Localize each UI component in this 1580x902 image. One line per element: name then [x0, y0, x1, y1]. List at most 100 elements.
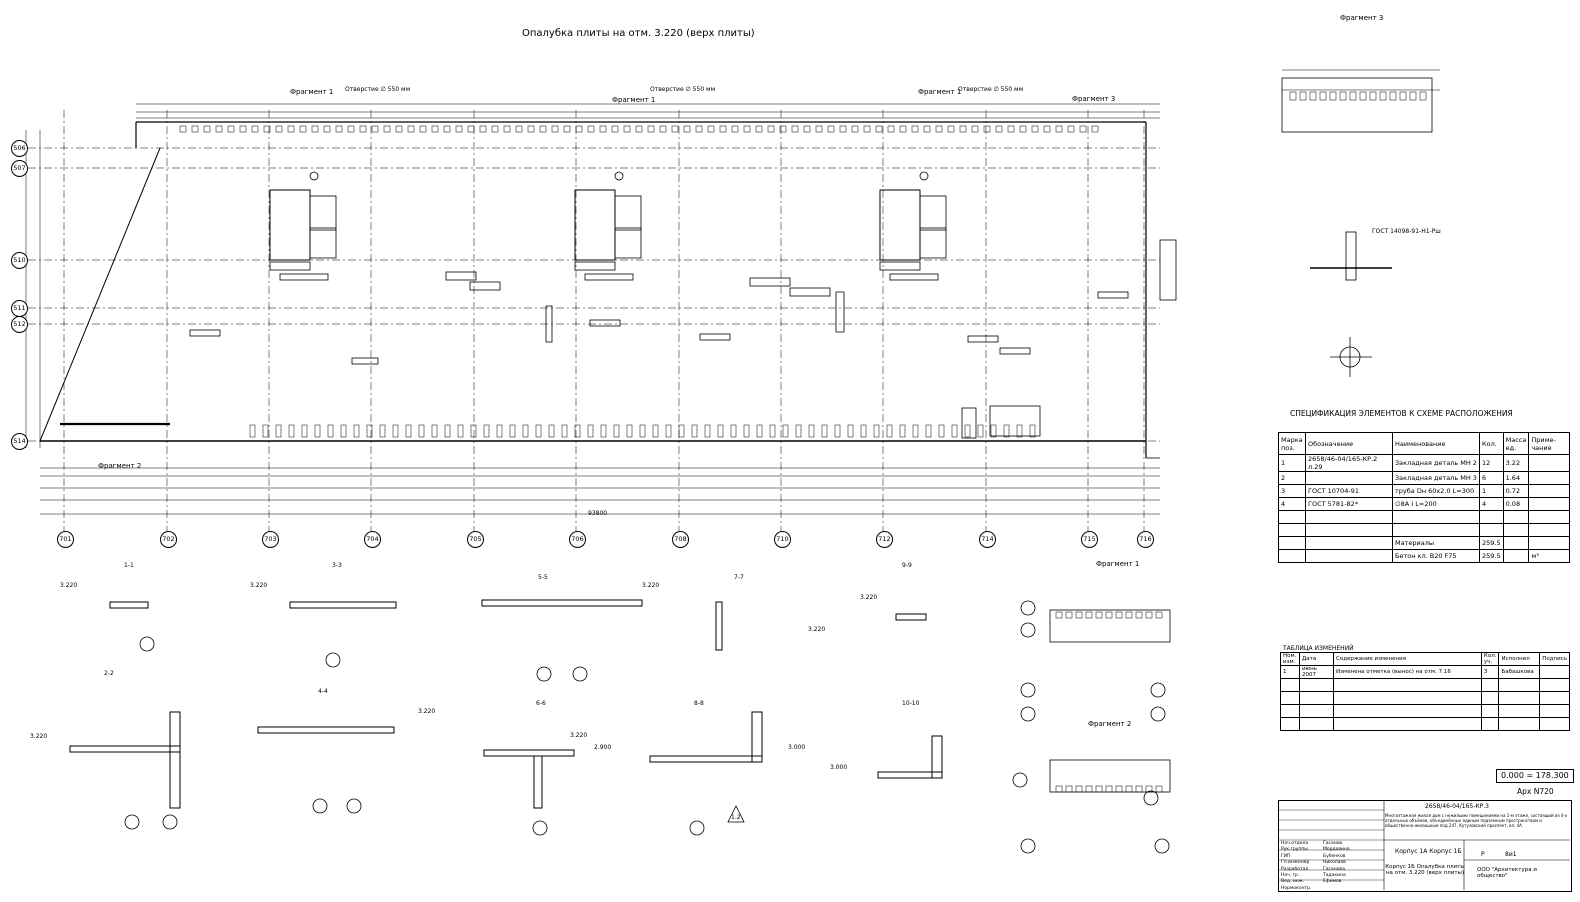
embedded-part: [1095, 611, 1103, 619]
spec-cell: [1528, 471, 1570, 485]
slab-detail: [1159, 239, 1177, 301]
slab-detail: [545, 305, 553, 343]
embedded-part: [647, 125, 655, 133]
embedded-part: [1075, 611, 1083, 619]
embedded-part: [575, 125, 583, 133]
zero-mark: 0.000 = 178.300: [1496, 769, 1574, 783]
embedded-part: [791, 125, 799, 133]
role: Рук.группы: [1281, 847, 1308, 853]
spec-cell: [1305, 471, 1393, 485]
spec-cell: Закладная деталь МН 3: [1392, 471, 1480, 485]
embedded-part: [821, 424, 828, 438]
embedded-part: [574, 424, 581, 438]
embedded-part: [587, 424, 594, 438]
slab-detail: [699, 333, 731, 341]
spec-cell: [1502, 549, 1530, 563]
embedded-part: [1155, 611, 1163, 619]
changes-cell: июнь 2007: [1298, 665, 1335, 679]
opening: [889, 273, 939, 281]
embedded-part: [925, 424, 932, 438]
slab-edge: [39, 147, 161, 442]
section-axis-bubble: [312, 798, 328, 814]
embedded-part: [301, 424, 308, 438]
changes-header: Дата: [1298, 652, 1335, 666]
embedded-part: [431, 125, 439, 133]
embedded-part: [839, 125, 847, 133]
opening: [584, 273, 634, 281]
embedded-part: [587, 125, 595, 133]
embedded-part: [1135, 785, 1143, 793]
embedded-part: [522, 424, 529, 438]
embedded-part: [1055, 785, 1063, 793]
section-8-8-wall: [751, 711, 763, 763]
embedded-part: [639, 424, 646, 438]
embedded-part: [470, 424, 477, 438]
embedded-part: [1289, 91, 1297, 101]
embedded-part: [767, 125, 775, 133]
axis-bubble: 514: [11, 433, 28, 450]
embedded-part: [191, 125, 199, 133]
node-a-plate: [1345, 231, 1357, 281]
axis-bubble: 706: [569, 531, 586, 548]
title-block-code: 2658/46-04/165-КР.3: [1425, 803, 1489, 810]
embedded-part: [314, 424, 321, 438]
embedded-part: [263, 125, 271, 133]
spec-cell: 2: [1278, 471, 1306, 485]
spec-cell: Бетон кл. В20 F75: [1392, 549, 1480, 563]
embedded-part: [886, 424, 893, 438]
spec-cell: м³: [1528, 549, 1570, 563]
embedded-part: [847, 424, 854, 438]
fragment-1-label-2: Фрагмент 1: [612, 96, 656, 104]
spec-cell: [1278, 536, 1306, 550]
title-block-sheet: 8и1: [1505, 851, 1517, 858]
embedded-part: [731, 125, 739, 133]
spec-cell: 1.64: [1502, 471, 1530, 485]
archive-number: Арх N720: [1517, 787, 1554, 796]
embedded-part: [611, 125, 619, 133]
embedded-part: [561, 424, 568, 438]
embedded-part: [1155, 785, 1163, 793]
elevation-mark: 3.220: [860, 594, 878, 601]
embedded-part: [479, 125, 487, 133]
embedded-part: [515, 125, 523, 133]
embedded-part: [1409, 91, 1417, 101]
axis-bubble: 704: [364, 531, 381, 548]
name: Николаев: [1323, 860, 1346, 866]
spec-cell: Закладная деталь МН 2: [1392, 454, 1480, 472]
embedded-part: [938, 424, 945, 438]
embedded-part: [335, 125, 343, 133]
opening: [879, 189, 921, 261]
embedded-part: [366, 424, 373, 438]
section-axis-bubble: [689, 820, 705, 836]
spec-title: СПЕЦИФИКАЦИЯ ЭЛЕМЕНТОВ К СХЕМЕ РАСПОЛОЖЕ…: [1290, 409, 1513, 418]
spec-cell: [1502, 523, 1530, 537]
embedded-part: [755, 125, 763, 133]
spec-cell: труба Dн 60х2.0 L=300: [1392, 484, 1480, 498]
embedded-part: [743, 424, 750, 438]
spec-table: Марка поз. Обозначение Наименование Кол.…: [1278, 432, 1570, 563]
section-axis-bubble: [1020, 682, 1036, 698]
section-label: 8-8: [694, 700, 704, 707]
embedded-part: [1085, 611, 1093, 619]
spec-cell: [1479, 523, 1504, 537]
embedded-part: [491, 125, 499, 133]
fragment-1-label-3: Фрагмент 1: [918, 88, 962, 96]
changes-header: Ном. изм.: [1280, 652, 1300, 666]
axis-bubble: 705: [467, 531, 484, 548]
spec-cell: [1528, 510, 1570, 524]
node-a-label: ГОСТ 14098-91-Н1-Рш: [1372, 228, 1441, 235]
embedded-part: [1339, 91, 1347, 101]
embedded-part: [467, 125, 475, 133]
opening: [279, 273, 329, 281]
embedded-part: [779, 125, 787, 133]
embedded-part: [1007, 125, 1015, 133]
fragment-1-label: Фрагмент 1: [290, 88, 334, 96]
embedded-part: [873, 424, 880, 438]
title-block-company: ООО "Архитектура и общество": [1477, 867, 1537, 879]
embedded-part: [1105, 611, 1113, 619]
section-axis-bubble: [1020, 838, 1036, 854]
axis-bubble: 708: [672, 531, 689, 548]
